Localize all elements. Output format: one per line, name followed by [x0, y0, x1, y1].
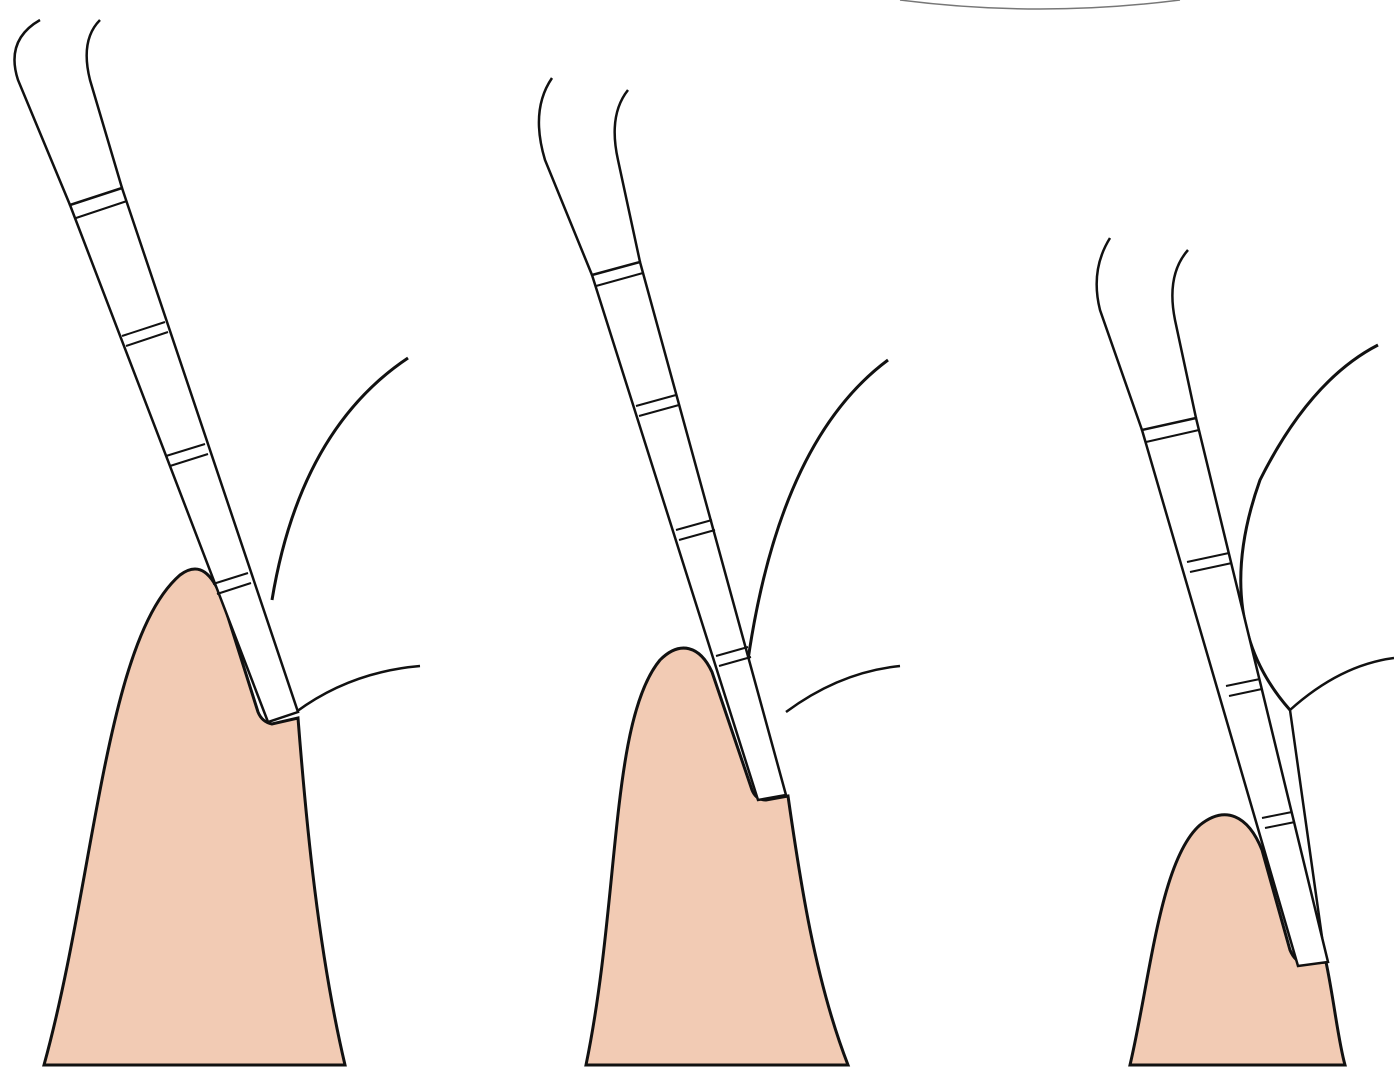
probe-handle [1097, 238, 1196, 430]
panel-3 [1097, 238, 1394, 1065]
tooth-line-lower [786, 666, 900, 712]
gingiva-shape [44, 569, 345, 1065]
tooth-line-lower [296, 666, 420, 712]
tooth-surface-line [272, 358, 408, 600]
top-frame-arc [900, 0, 1180, 9]
probe-handle [539, 78, 640, 275]
gingiva-shape [586, 648, 848, 1065]
panel-2 [539, 78, 900, 1065]
tooth-line-lower [1290, 658, 1394, 710]
tooth-surface-line [748, 360, 888, 660]
probe-handle [14, 20, 122, 205]
panel-1 [14, 20, 420, 1065]
tooth-surface-line [1241, 345, 1378, 710]
